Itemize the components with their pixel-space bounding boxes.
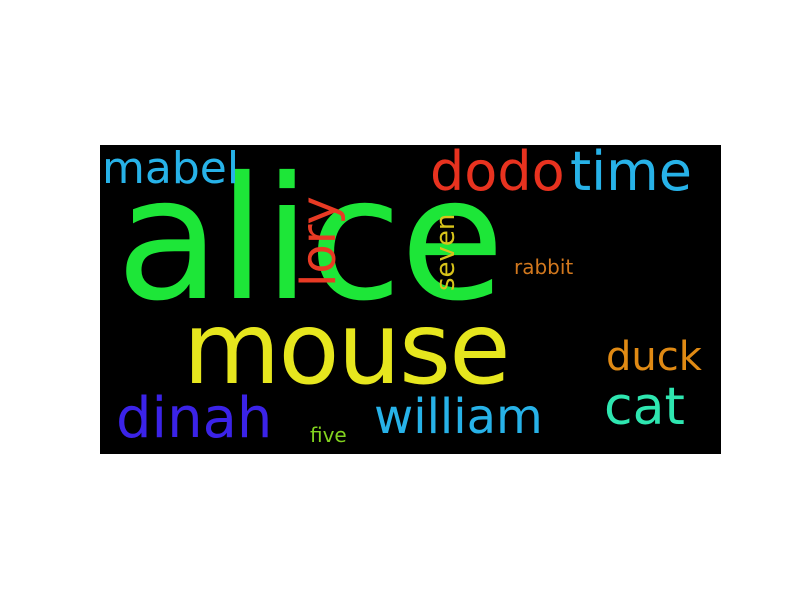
word-lory: lory bbox=[291, 196, 347, 287]
word-five: five bbox=[310, 423, 347, 447]
word-mabel: mabel bbox=[102, 145, 240, 194]
word-cat: cat bbox=[604, 377, 685, 437]
word-seven: seven bbox=[431, 213, 461, 291]
word-dodo: dodo bbox=[430, 145, 565, 203]
word-william: william bbox=[374, 389, 543, 445]
word-time: time bbox=[570, 145, 693, 203]
word-dinah: dinah bbox=[116, 386, 273, 451]
word-duck: duck bbox=[606, 334, 702, 380]
word-rabbit: rabbit bbox=[514, 255, 574, 279]
word-alice: alice bbox=[116, 145, 505, 339]
word-cloud: alice mabel lory dodo time seven rabbit … bbox=[100, 145, 721, 454]
word-mouse: mouse bbox=[183, 290, 511, 407]
